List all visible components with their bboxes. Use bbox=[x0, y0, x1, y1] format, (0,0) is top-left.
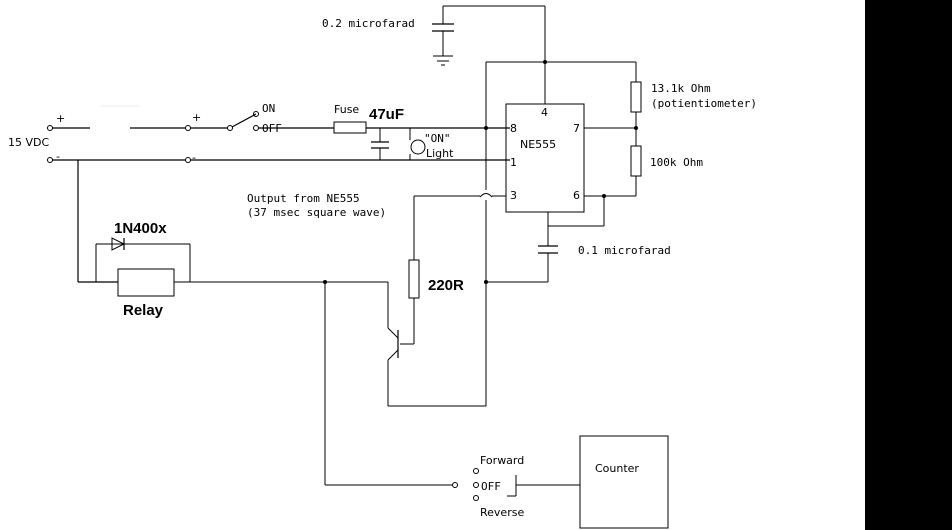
switch-in-plus bbox=[185, 125, 191, 131]
power-input: 15 VDC + - + - bbox=[8, 105, 201, 282]
switch-on-label: ON bbox=[262, 102, 275, 115]
black-side-panel bbox=[865, 0, 952, 530]
power-voltage-label: 15 VDC bbox=[8, 136, 49, 149]
output-note-line2: (37 msec square wave) bbox=[247, 206, 386, 219]
relay-label: Relay bbox=[123, 302, 164, 319]
relay-coil bbox=[117, 268, 175, 297]
ne555-name: NE555 bbox=[520, 138, 556, 151]
pin4-junction bbox=[543, 60, 547, 64]
switch-minus-label: - bbox=[192, 151, 196, 164]
fuse-label: Fuse bbox=[334, 103, 359, 116]
power-minus-terminal bbox=[47, 157, 53, 163]
light-label-bottom: Light bbox=[426, 147, 454, 160]
ne555-pin8-label: 8 bbox=[510, 122, 517, 135]
res220-symbol bbox=[408, 259, 420, 299]
resistor-100k: 100k Ohm bbox=[584, 145, 703, 198]
ne555-pin4-label: 4 bbox=[541, 106, 548, 119]
power-plus-terminal bbox=[47, 125, 53, 131]
output-note-line1: Output from NE555 bbox=[247, 192, 360, 205]
power-switch: ON OFF bbox=[190, 102, 282, 135]
main-line: Fuse bbox=[190, 103, 510, 161]
cap-timing-label: 0.1 microfarad bbox=[578, 244, 671, 257]
relay-junction bbox=[323, 280, 327, 284]
capacitor-47uf: 47uF bbox=[369, 106, 404, 160]
res100k-symbol bbox=[630, 145, 642, 177]
res100k-label: 100k Ohm bbox=[650, 156, 703, 169]
relay-block: Relay 1N400x bbox=[78, 220, 388, 485]
light-label-top: "ON" bbox=[424, 132, 451, 145]
ne555-pin7-label: 7 bbox=[573, 122, 580, 135]
collector-diag bbox=[387, 327, 399, 339]
switch-plus-label: + bbox=[192, 111, 201, 124]
resistor-220r: 220R bbox=[408, 259, 464, 344]
ne555-pin3-label: 3 bbox=[510, 189, 517, 202]
diode-label: 1N400x bbox=[114, 220, 167, 237]
emitter-diag bbox=[387, 349, 399, 361]
switch-on-contact bbox=[253, 111, 259, 117]
selector-off-label: OFF bbox=[481, 480, 501, 493]
potentiometer: 13.1k Ohm (potientiometer) bbox=[584, 62, 757, 146]
diode-triangle bbox=[111, 237, 126, 251]
selector-switch: Forward OFF Reverse Counter bbox=[325, 435, 669, 529]
pot-label-1: 13.1k Ohm bbox=[651, 82, 711, 95]
counter-box bbox=[579, 435, 669, 529]
counter-label: Counter bbox=[595, 462, 639, 475]
transistor bbox=[387, 282, 486, 407]
selector-forward-label: Forward bbox=[480, 454, 524, 467]
selector-reverse-label: Reverse bbox=[480, 506, 524, 519]
ne555-pin1-label: 1 bbox=[510, 156, 517, 169]
pot-label-2: (potientiometer) bbox=[651, 97, 757, 110]
ne555-chip: NE555 4 8 7 1 3 6 bbox=[505, 103, 585, 213]
vcc-wiring bbox=[479, 60, 636, 406]
selector-forward-contact bbox=[473, 468, 479, 474]
switch-in-minus bbox=[185, 157, 191, 163]
capacitor-timing: 0.1 microfarad bbox=[486, 196, 671, 283]
res220-label: 220R bbox=[428, 277, 464, 294]
pot-symbol bbox=[630, 81, 642, 113]
selector-common bbox=[452, 482, 458, 488]
light-bulb bbox=[410, 139, 426, 155]
ne555-pin6-label: 6 bbox=[573, 189, 580, 202]
switch-pivot bbox=[227, 125, 233, 131]
capacitor-top: 0.2 microfarad bbox=[322, 5, 546, 104]
power-minus-label: - bbox=[56, 150, 60, 163]
on-light: "ON" Light bbox=[409, 128, 454, 160]
cap-top-label: 0.2 microfarad bbox=[322, 17, 415, 30]
power-plus-label: + bbox=[56, 112, 65, 125]
output-from-ne555: Output from NE555 (37 msec square wave) bbox=[247, 192, 506, 260]
selector-off-contact bbox=[473, 482, 479, 488]
pin7-junction bbox=[634, 126, 638, 130]
vcc-crossover bbox=[479, 193, 493, 198]
fuse-symbol bbox=[333, 121, 367, 134]
selector-reverse-contact bbox=[473, 495, 479, 501]
capacitor-47uf-label: 47uF bbox=[369, 106, 404, 123]
ne555-body bbox=[505, 103, 585, 213]
switch-off-contact bbox=[253, 125, 259, 131]
switch-lever bbox=[231, 113, 257, 128]
